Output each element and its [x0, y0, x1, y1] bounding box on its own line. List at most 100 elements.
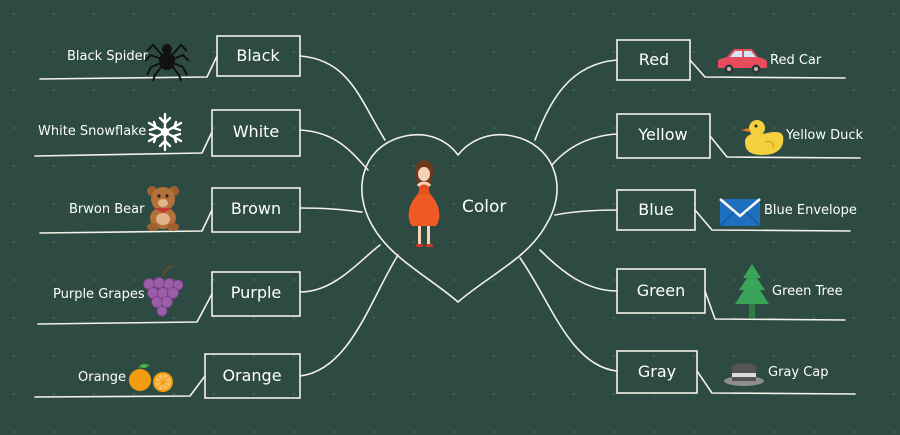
leaf-label: Green Tree [772, 284, 843, 299]
category-label: White [233, 122, 280, 141]
background-dot [653, 355, 655, 357]
background-dot [133, 203, 135, 205]
branch-orange[interactable]: Orange Orange [34, 353, 301, 399]
background-dot [413, 355, 415, 357]
background-dot [453, 13, 455, 15]
background-dot [693, 165, 695, 167]
background-dot [173, 355, 175, 357]
background-dot [333, 51, 335, 53]
background-dot [53, 355, 55, 357]
envelope-icon [719, 198, 761, 227]
background-dot [893, 393, 895, 395]
background-dot [853, 89, 855, 91]
background-dot [733, 431, 735, 433]
background-dot [813, 165, 815, 167]
background-dot [133, 51, 135, 53]
background-dot [293, 13, 295, 15]
background-dot [453, 355, 455, 357]
background-dot [173, 165, 175, 167]
leaf-label: Gray Cap [768, 365, 829, 380]
leaf-label: Yellow Duck [785, 128, 864, 143]
background-dot [93, 279, 95, 281]
background-dot [293, 279, 295, 281]
background-dot [493, 51, 495, 53]
branch-brown[interactable]: Brown Brwon Bear [39, 186, 301, 234]
background-dot [253, 241, 255, 243]
branch-green[interactable]: Green Green Tree [616, 264, 846, 321]
background-dot [893, 203, 895, 205]
background-dot [333, 165, 335, 167]
background-dot [293, 89, 295, 91]
background-dot [733, 241, 735, 243]
background-dot [653, 317, 655, 319]
background-dot [133, 241, 135, 243]
background-dot [133, 431, 135, 433]
background-dot [613, 431, 615, 433]
background-dot [693, 51, 695, 53]
background-dot [373, 317, 375, 319]
branch-purple[interactable]: Purple Purple Grapes [37, 265, 301, 325]
background-dot [253, 89, 255, 91]
background-dot [293, 355, 295, 357]
background-dot [573, 431, 575, 433]
background-dot [333, 127, 335, 129]
background-dot [813, 89, 815, 91]
background-dot [133, 355, 135, 357]
background-dot [773, 431, 775, 433]
branch-white[interactable]: White White Snowflake [34, 109, 301, 157]
background-dot [773, 203, 775, 205]
background-dot [653, 89, 655, 91]
background-dot [133, 127, 135, 129]
background-dot [13, 203, 15, 205]
background-dot [253, 51, 255, 53]
category-label: Black [236, 46, 280, 65]
background-dot [13, 431, 15, 433]
category-label: Gray [638, 362, 676, 381]
branch-blue[interactable]: Blue Blue Envelope [616, 189, 857, 232]
background-dot [813, 13, 815, 15]
background-dot [893, 317, 895, 319]
branch-gray[interactable]: Gray Gray Cap [616, 350, 856, 395]
background-dot [773, 317, 775, 319]
branch-red[interactable]: Red Red Car [616, 39, 846, 81]
background-dot [693, 279, 695, 281]
leaf-label: Orange [78, 370, 126, 385]
background-dot [173, 89, 175, 91]
branch-yellow[interactable]: Yellow Yellow Duck [616, 113, 864, 159]
background-dot [453, 127, 455, 129]
background-dot [333, 203, 335, 205]
background-dot [853, 431, 855, 433]
background-dot [613, 393, 615, 395]
background-dot [533, 317, 535, 319]
background-dot [453, 317, 455, 319]
background-dot [453, 431, 455, 433]
background-dot [893, 13, 895, 15]
background-dot [733, 355, 735, 357]
background-dot [733, 279, 735, 281]
background-dot [733, 127, 735, 129]
background-dot [493, 241, 495, 243]
background-dot [693, 13, 695, 15]
background-dot [533, 127, 535, 129]
background-dot [613, 51, 615, 53]
background-dot [93, 355, 95, 357]
background-dot [493, 203, 495, 205]
category-label: Red [639, 50, 669, 69]
background-dot [373, 393, 375, 395]
background-dot [293, 127, 295, 129]
background-dot [413, 13, 415, 15]
background-dot [533, 355, 535, 357]
background-dot [893, 355, 895, 357]
branch-black[interactable]: Black Black Spider [39, 35, 301, 82]
background-dot [53, 89, 55, 91]
background-dot [93, 393, 95, 395]
background-dot [533, 13, 535, 15]
background-dot [93, 241, 95, 243]
background-dot [813, 203, 815, 205]
background-dot [53, 393, 55, 395]
background-dot [493, 317, 495, 319]
background-dot [173, 393, 175, 395]
background-dot [773, 127, 775, 129]
center-node[interactable]: Color [361, 133, 558, 303]
